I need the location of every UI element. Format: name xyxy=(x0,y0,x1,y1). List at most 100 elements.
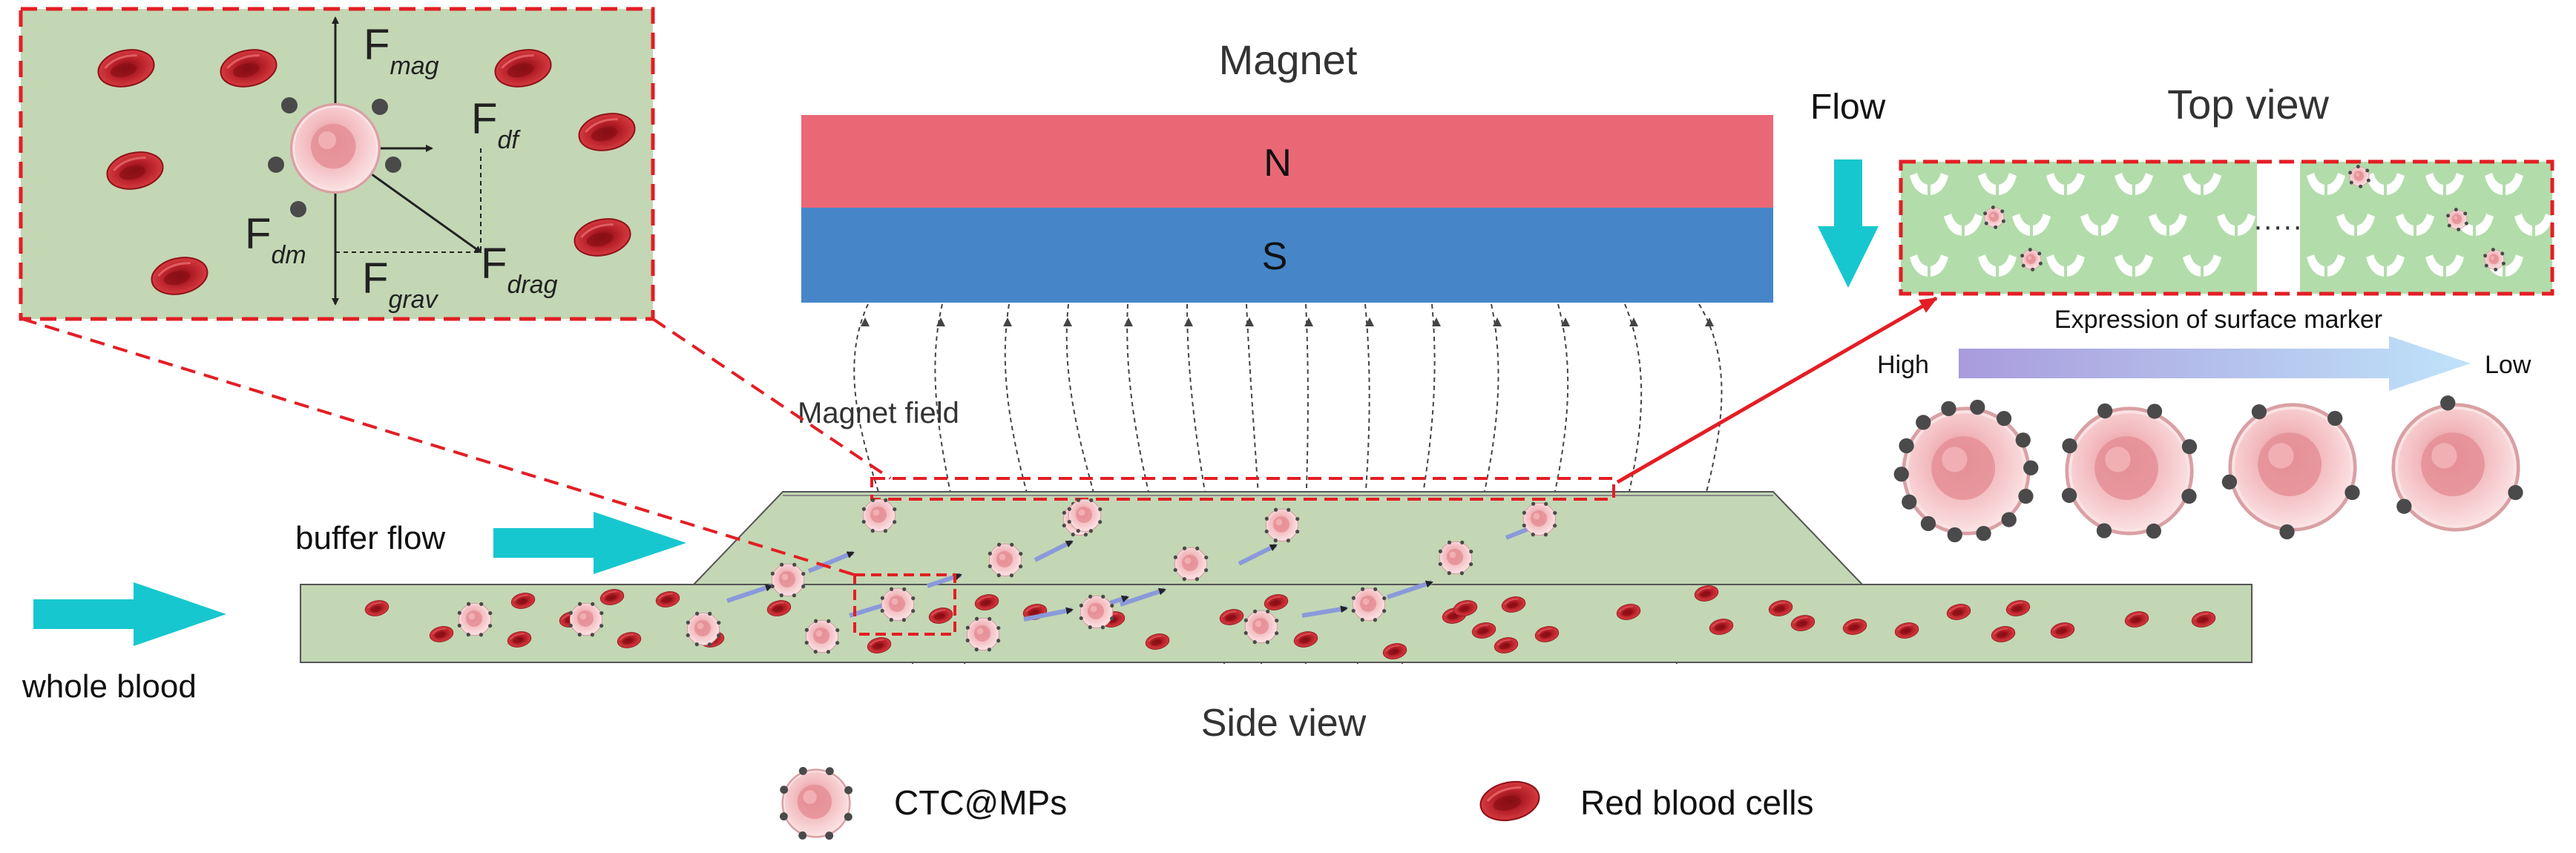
ctc-cell xyxy=(2061,403,2198,539)
red-blood-cell xyxy=(1991,626,2016,642)
top-view-dashed-frame xyxy=(1899,159,2554,296)
magnetic-bead xyxy=(996,542,1002,547)
flow-down-arrow xyxy=(1818,159,1879,288)
trap-post-pair xyxy=(2425,173,2464,195)
flow-label: Flow xyxy=(1810,88,1886,127)
magnetic-bead xyxy=(861,507,866,511)
trajectory-arrow xyxy=(807,550,855,573)
magnetic-bead xyxy=(290,201,306,217)
magnetic-bead xyxy=(2359,184,2363,188)
inset-ctc-with-beads xyxy=(268,97,401,217)
magnetic-bead xyxy=(2345,484,2360,501)
magnetic-bead xyxy=(2037,251,2042,256)
red-blood-cell xyxy=(510,593,536,609)
magnetic-bead xyxy=(1295,530,1300,534)
magnetic-bead xyxy=(965,638,970,643)
magnetic-bead xyxy=(779,593,783,598)
ctc-cell xyxy=(289,102,381,194)
magnetic-bead xyxy=(804,640,809,645)
magnetic-bead xyxy=(801,571,806,576)
ctc-cell xyxy=(2483,248,2506,271)
magnetic-bead xyxy=(2096,523,2112,539)
red-blood-cell xyxy=(1694,585,1719,602)
ctc-cell xyxy=(1522,501,1557,537)
magnetic-bead xyxy=(1373,587,1378,591)
magnet-title: Magnet xyxy=(1219,36,1358,83)
magnetic-bead xyxy=(1009,573,1014,578)
red-blood-cell xyxy=(867,637,892,653)
capture-traps xyxy=(1910,165,2553,277)
magnetic-bead xyxy=(1062,523,1066,528)
magnetic-bead xyxy=(2454,208,2458,212)
magnetic-bead xyxy=(893,507,897,512)
red-blood-cell xyxy=(220,49,277,88)
trap-post-pair xyxy=(1978,254,2017,277)
magnetic-bead xyxy=(1553,524,1557,528)
magnetic-bead xyxy=(1098,507,1103,512)
magnetic-bead xyxy=(2038,261,2043,266)
magnetic-bead xyxy=(1067,519,1071,524)
buffer-flow-arrow xyxy=(493,512,686,574)
magnetic-bead xyxy=(996,573,1001,578)
trap-post-pair xyxy=(2183,254,2221,277)
ctc-cell xyxy=(1067,498,1103,533)
trajectory-arrow xyxy=(1023,607,1074,622)
magnetic-bead xyxy=(1373,618,1378,622)
magnetic-bead xyxy=(488,624,493,628)
top-view-title: Top view xyxy=(2167,81,2329,128)
red-blood-cell xyxy=(1501,596,1526,613)
ctc-trajectory-arrows xyxy=(726,521,1545,622)
red-blood-cell xyxy=(97,49,155,88)
magnetic-bead xyxy=(1100,625,1105,630)
flow-arrows xyxy=(33,512,686,646)
trap-post-pair xyxy=(2307,173,2345,195)
magnetic-bead xyxy=(268,157,284,173)
magnetic-bead xyxy=(1088,625,1092,630)
magnetic-bead xyxy=(880,596,884,600)
magnetic-bead xyxy=(835,628,840,633)
red-blood-cell xyxy=(429,626,454,642)
trap-post-pair xyxy=(1978,173,2017,195)
magnetic-bead xyxy=(889,618,893,622)
force-drag-label: Fdrag xyxy=(481,240,558,299)
magnetic-bead xyxy=(694,611,700,616)
magnetic-bead xyxy=(2484,263,2488,268)
red-blood-cell xyxy=(574,218,631,257)
magnetic-bead xyxy=(1438,549,1442,553)
magnetic-bead xyxy=(466,602,471,606)
ctc-cell xyxy=(965,616,1001,652)
magnetic-bead xyxy=(779,812,788,821)
magnetic-bead xyxy=(1071,533,1075,537)
magnetic-bead xyxy=(708,611,712,616)
magnetic-bead xyxy=(2000,209,2005,214)
magnetic-bead xyxy=(2440,395,2456,411)
magnetic-bead xyxy=(870,498,875,502)
zoom-source-box xyxy=(853,573,956,636)
ctc-cell xyxy=(2020,248,2043,271)
top-view-ellipsis: ····· xyxy=(2253,210,2303,243)
magnetic-bead xyxy=(1010,542,1014,547)
magnetic-bead xyxy=(974,648,979,652)
trap-post-pair xyxy=(2217,214,2255,236)
magnetic-bead xyxy=(1019,564,1023,569)
magnetic-bead xyxy=(1101,594,1105,599)
magnetic-bead xyxy=(889,587,894,591)
magnetic-bead xyxy=(1902,494,1917,510)
ctc-cell xyxy=(2391,395,2523,532)
red-blood-cell xyxy=(1494,637,1519,653)
trap-post-pair xyxy=(2115,173,2153,195)
trap-post-pair xyxy=(2396,214,2434,236)
trap-post-pair xyxy=(2366,254,2405,277)
magnetic-bead xyxy=(996,639,1001,643)
magnetic-bead xyxy=(1543,533,1548,537)
trap-region-box xyxy=(870,477,1615,501)
magnet: Magnet N S xyxy=(801,36,1773,303)
magnetic-bead xyxy=(2062,438,2077,454)
magnetic-bead xyxy=(717,620,721,625)
expression-level-cells xyxy=(1893,395,2523,543)
trap-post-pair xyxy=(1910,173,1948,195)
trap-post-pair xyxy=(2149,214,2187,236)
trajectory-arrow xyxy=(1034,539,1074,562)
magnetic-bead xyxy=(1916,415,1931,430)
